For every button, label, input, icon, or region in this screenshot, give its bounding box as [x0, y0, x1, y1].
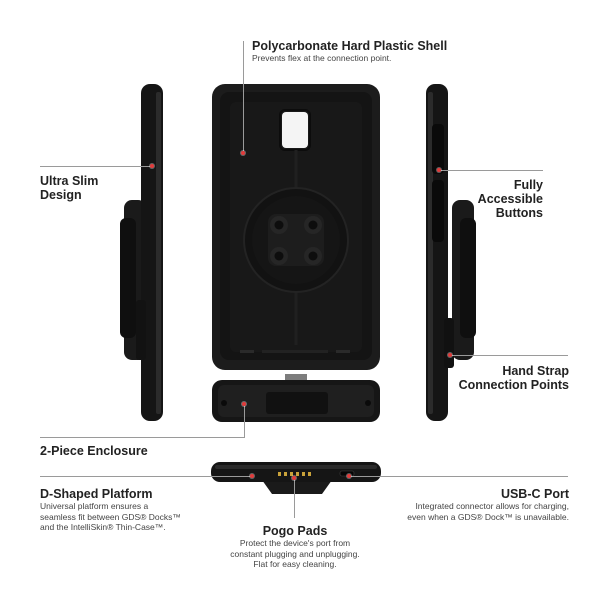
shell-callout: Polycarbonate Hard Plastic Shell Prevent… [252, 39, 447, 64]
ultra-slim-title-line2: Design [40, 188, 82, 202]
buttons-title-line3: Buttons [495, 206, 543, 220]
platform-leader [40, 476, 252, 477]
buttons-title-line2: Accessible [477, 192, 543, 206]
enclosure-callout: 2-Piece Enclosure [40, 444, 148, 458]
pogo-title: Pogo Pads [262, 524, 328, 538]
shell-dot [241, 151, 245, 155]
ultra-slim-title-line1: Ultra Slim [40, 174, 99, 188]
buttons-title-line1: Fully [513, 178, 543, 192]
pogo-dot [292, 476, 296, 480]
platform-desc-line1: Universal platform ensures a [40, 501, 149, 511]
strap-title-line2: Connection Points [458, 378, 569, 392]
pogo-desc-line3: Flat for easy cleaning. [253, 559, 337, 569]
usbc-leader [350, 476, 568, 477]
pogo-desc-line1: Protect the device's port from [239, 538, 351, 548]
usbc-dot [347, 474, 351, 478]
usbc-desc-line2: even when a GDS® Dock™ is unavailable. [407, 511, 569, 522]
platform-dot [250, 474, 254, 478]
ultra-slim-leader [40, 166, 153, 167]
usbc-title: USB-C Port [500, 487, 569, 501]
pogo-leader [294, 478, 295, 518]
strap-callout: Hand Strap Connection Points [459, 364, 569, 392]
ultra-slim-dot [150, 164, 154, 168]
strap-title-line1: Hand Strap [502, 364, 569, 378]
platform-desc-line3: and the IntelliSkin® Thin-Case™. [40, 522, 166, 532]
usbc-callout: USB-C Port Integrated connector allows f… [407, 487, 569, 522]
enclosure-leader-vertical [244, 406, 245, 438]
shell-title: Polycarbonate Hard Plastic Shell [252, 39, 448, 53]
platform-title: D-Shaped Platform [40, 487, 153, 501]
strap-dot [448, 353, 452, 357]
platform-desc-line2: seamless fit between GDS® Docks™ [40, 511, 181, 522]
buttons-dot [437, 168, 441, 172]
shell-desc: Prevents flex at the connection point. [252, 53, 392, 63]
buttons-leader [440, 170, 543, 171]
enclosure-title: 2-Piece Enclosure [40, 444, 148, 458]
usbc-desc-line1: Integrated connector allows for charging… [415, 501, 569, 511]
platform-callout: D-Shaped Platform Universal platform ens… [40, 487, 181, 533]
enclosure-dot [242, 402, 246, 406]
pogo-desc-line2: constant plugging and unplugging. [230, 548, 360, 559]
ultra-slim-callout: Ultra Slim Design [40, 174, 98, 202]
buttons-callout: Fully Accessible Buttons [478, 178, 543, 220]
enclosure-leader-horizontal [40, 437, 245, 438]
shell-leader-vertical [243, 41, 244, 151]
pogo-callout: Pogo Pads Protect the device's port from… [200, 524, 390, 570]
strap-leader [450, 355, 568, 356]
